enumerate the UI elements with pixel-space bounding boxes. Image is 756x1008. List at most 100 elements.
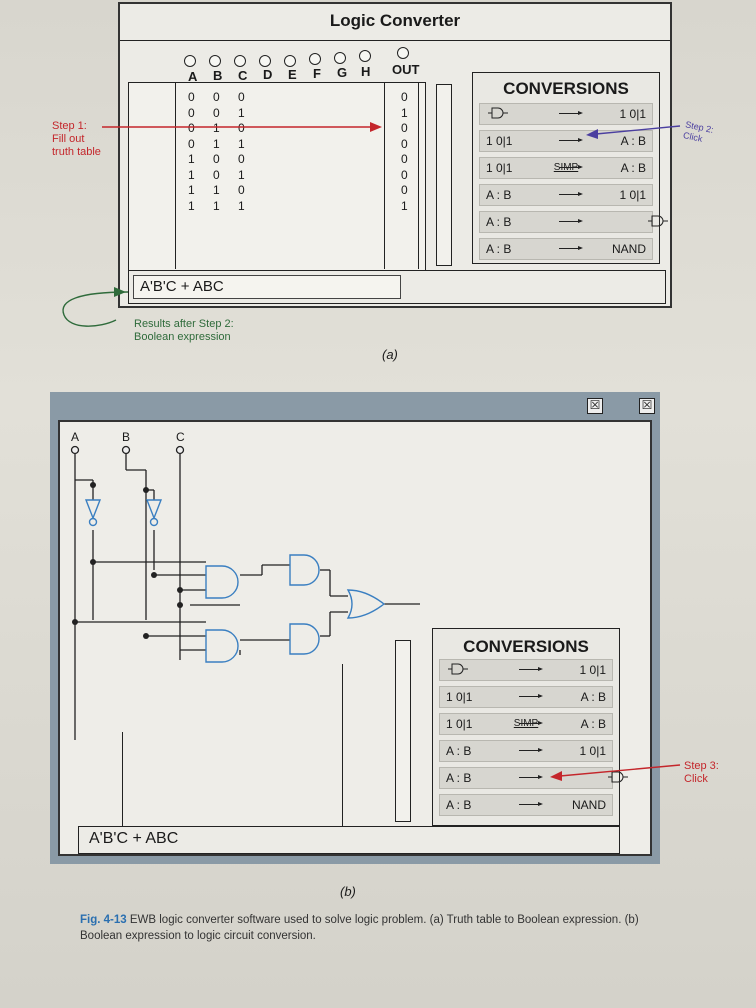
table-divider-out [384,83,385,269]
conversion-to: A : B [580,717,606,731]
terminal-d[interactable] [259,55,271,67]
table-divider-right [418,83,419,269]
conversion-to: NAND [611,242,646,256]
arrow-icon [519,694,544,698]
conversion-from: A : B [446,771,472,785]
terminal-h[interactable] [359,50,371,62]
truth-cell-a[interactable]: 1 [188,167,195,182]
close-icon-2[interactable]: ☒ [639,398,655,414]
step1-annotation: Step 1: Fill out truth table [52,120,101,158]
header-g: G [337,65,348,80]
truth-cell-out[interactable]: 0 [401,183,408,197]
expression-bar-a: A'B'C + ABC [128,270,666,304]
terminal-out[interactable] [397,47,409,59]
not-gate-a [84,499,102,520]
step2-arrowhead [586,129,598,139]
scrollbar-b[interactable] [395,640,411,822]
conversion-to: A : B [620,134,646,148]
truth-cell-a[interactable]: 0 [188,90,195,104]
junction-dot [90,482,96,488]
conversion-a-row[interactable]: 1 0|1 [479,103,653,125]
not-bubble-b [149,517,159,527]
junction-dot [143,633,149,639]
terminal-e[interactable] [284,55,296,67]
conversion-b-row[interactable]: 1 0|1 [439,659,613,681]
conversion-from: 1 0|1 [486,161,513,175]
arrow-icon [559,192,584,196]
arrow-icon [559,219,584,223]
truth-cell-c[interactable]: 0 [238,152,245,166]
truth-cell-b[interactable]: 1 [213,136,220,151]
truth-cell-b[interactable]: 0 [213,167,220,182]
truth-cell-out[interactable]: 0 [401,121,408,135]
truth-cell-c[interactable]: 1 [238,198,245,213]
conversion-to: 1 0|1 [619,188,646,202]
terminal-g[interactable] [334,52,346,64]
conversions-title: CONVERSIONS [503,79,629,98]
truth-cell-c[interactable]: 0 [238,121,245,135]
scrollbar[interactable] [436,84,452,266]
truth-cell-c[interactable]: 1 [238,105,245,120]
truth-cell-out[interactable]: 0 [401,152,408,166]
conversion-from: A : B [486,242,512,256]
caption-b: (b) [340,884,356,899]
conversion-from: 1 0|1 [446,690,473,704]
terminal-c[interactable] [234,55,246,67]
logic-circuit-diagram [70,445,420,740]
truth-cell-b[interactable]: 1 [213,183,220,197]
truth-cell-out[interactable]: 0 [401,167,408,182]
truth-cell-b[interactable]: 0 [213,105,220,120]
expression-field-b[interactable]: A'B'C + ABC [89,830,179,847]
results-arrowhead [114,287,126,297]
terminal-f[interactable] [309,53,321,65]
gate-icon [608,771,628,783]
frame-line [342,664,343,832]
truth-cell-a[interactable]: 0 [188,105,195,120]
conversion-a-row[interactable]: A : B [479,211,668,233]
truth-cell-c[interactable]: 0 [238,90,245,104]
input-terminal-c [175,445,185,455]
truth-cell-a[interactable]: 1 [188,198,195,213]
truth-cell-out[interactable]: 0 [401,90,408,104]
truth-cell-b[interactable]: 1 [213,198,220,213]
conversion-b-row[interactable]: A : B [439,767,628,789]
truth-cell-b[interactable]: 0 [213,90,220,104]
truth-cell-out[interactable]: 0 [401,136,408,151]
conversion-a-row[interactable]: A : B NAND [479,238,653,260]
truth-cell-a[interactable]: 1 [188,183,195,197]
conversion-a-row[interactable]: 1 0|1 A : B [479,130,653,152]
gate-icon [648,215,668,227]
arrow-icon [559,246,584,250]
truth-cell-b[interactable]: 0 [213,152,220,166]
truth-cell-a[interactable]: 0 [188,136,195,151]
input-label-c: C [176,430,185,444]
conversion-from: 1 0|1 [486,134,513,148]
truth-table[interactable] [128,82,426,272]
results-curve [62,291,129,327]
truth-cell-c[interactable]: 0 [238,183,245,197]
terminal-b[interactable] [209,55,221,67]
terminal-a[interactable] [184,55,196,67]
truth-cell-out[interactable]: 1 [401,198,408,213]
not-bubble-a [88,517,98,527]
truth-cell-a[interactable]: 1 [188,152,195,166]
truth-cell-out[interactable]: 1 [401,105,408,120]
figure-caption: Fig. 4-13 EWB logic converter software u… [80,912,660,944]
truth-cell-c[interactable]: 1 [238,136,245,151]
close-icon[interactable]: ☒ [587,398,603,414]
input-terminal-a [70,445,80,455]
table-divider-left [175,83,176,269]
junction-dot [143,487,149,493]
truth-cell-b[interactable]: 1 [213,121,220,135]
truth-cell-c[interactable]: 1 [238,167,245,182]
expression-bar-b: A'B'C + ABC [78,826,620,854]
and-gate-3 [205,629,239,663]
expression-field[interactable]: A'B'C + ABC [133,275,401,299]
truth-cell-a[interactable]: 0 [188,121,195,135]
